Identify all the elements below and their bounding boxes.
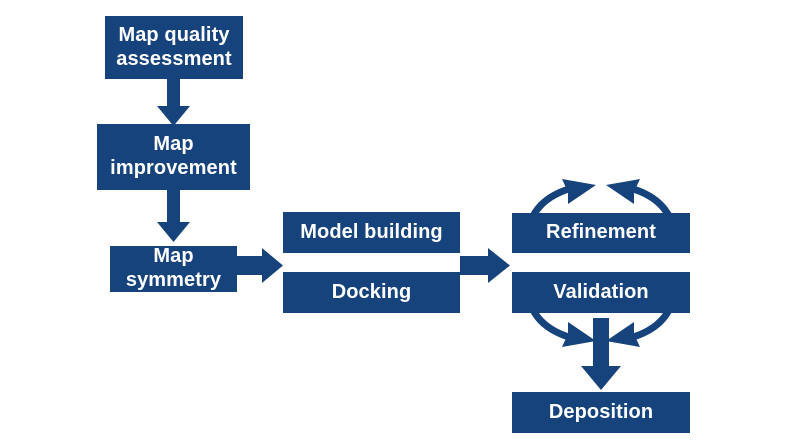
arrow-validation-to-deposition	[581, 318, 621, 390]
node-label-line-2: symmetry	[125, 269, 222, 291]
node-model-building-label: Model building	[300, 220, 443, 243]
node-docking-label: Docking	[331, 280, 412, 303]
arrow-map-symmetry-to-building-docking	[237, 248, 283, 283]
node-docking[interactable]: Docking	[283, 272, 460, 313]
arrow-map-improvement-to-map-symmetry	[157, 190, 190, 242]
arrow-building-docking-to-refinement-validation	[460, 248, 510, 283]
node-label-line-1: Map	[153, 133, 194, 156]
node-model-building[interactable]: Model building	[283, 212, 460, 253]
node-validation-label: Validation	[553, 280, 649, 303]
node-label-line-2: assessment	[116, 47, 232, 70]
node-validation[interactable]: Validation	[512, 272, 690, 313]
node-label-line-1: Map quality	[118, 23, 230, 46]
node-label-line-1: Map	[153, 245, 194, 268]
node-deposition[interactable]: Deposition	[512, 392, 690, 433]
arrow-map-quality-to-map-improvement	[157, 79, 190, 126]
node-refinement-label: Refinement	[546, 221, 656, 244]
cycle-inner-mask	[516, 253, 686, 272]
node-deposition-label: Deposition	[548, 400, 654, 423]
node-label-line-2: improvement	[110, 157, 237, 179]
node-refinement[interactable]: Refinement	[512, 213, 690, 253]
